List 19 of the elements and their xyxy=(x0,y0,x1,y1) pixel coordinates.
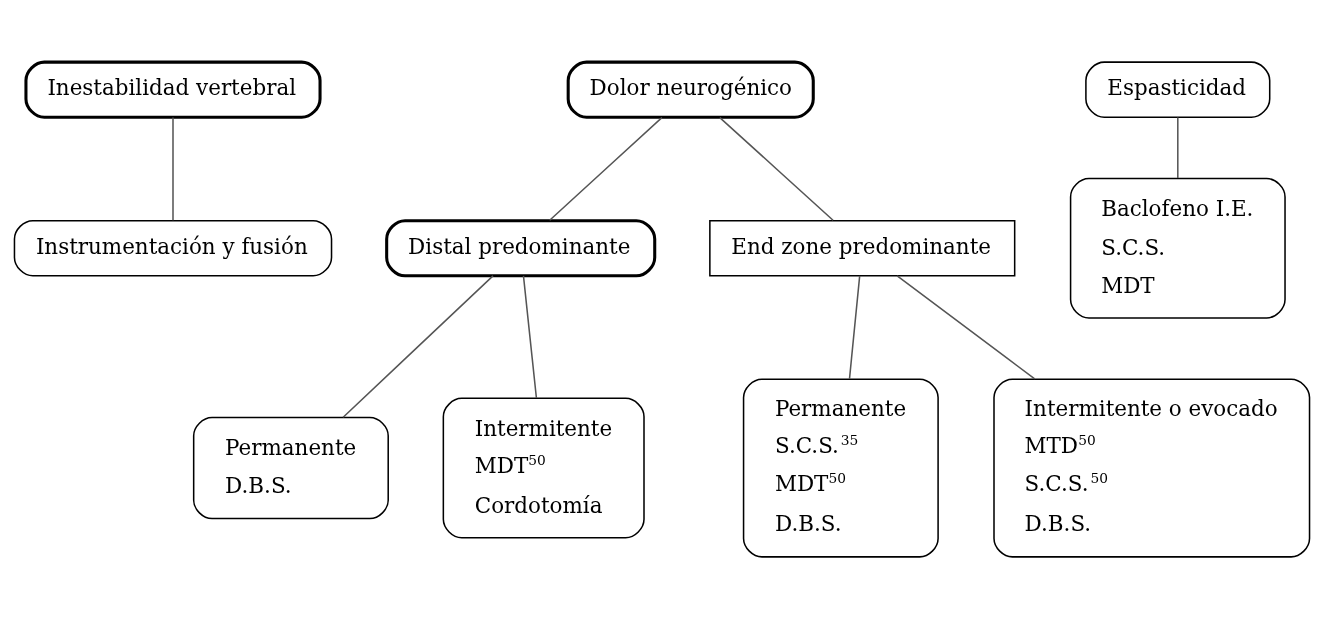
node-box: Instrumentación y fusión xyxy=(13,219,333,277)
connector xyxy=(172,116,174,221)
connector xyxy=(1177,116,1179,179)
connector xyxy=(342,275,494,418)
node-box: Permanente S.C.S.$^{35}$ MDT$^{50}$ D.B.S. xyxy=(742,378,939,558)
connector xyxy=(522,275,538,399)
node-box: Permanente D.B.S. xyxy=(192,416,389,520)
node-box: Espasticidad xyxy=(1085,61,1271,119)
node-box: End zone predominante xyxy=(709,219,1016,277)
node-box: Inestabilidad vertebral xyxy=(24,60,322,119)
node-box: Intermitente MDT$^{50}$ Cordotomía xyxy=(442,397,645,539)
connector xyxy=(719,116,834,221)
node-box: Intermitente o evocado MTD$^{50}$ S.C.S.$^{50}$ D.B.S. xyxy=(993,378,1311,558)
connector xyxy=(548,116,663,221)
connector xyxy=(848,275,861,380)
connector xyxy=(896,275,1036,380)
node-box: Baclofeno I.E. S.C.S. MDT xyxy=(1069,177,1286,319)
node-box: Dolor neurogénico xyxy=(566,60,815,119)
node-box: Distal predominante xyxy=(385,219,657,278)
